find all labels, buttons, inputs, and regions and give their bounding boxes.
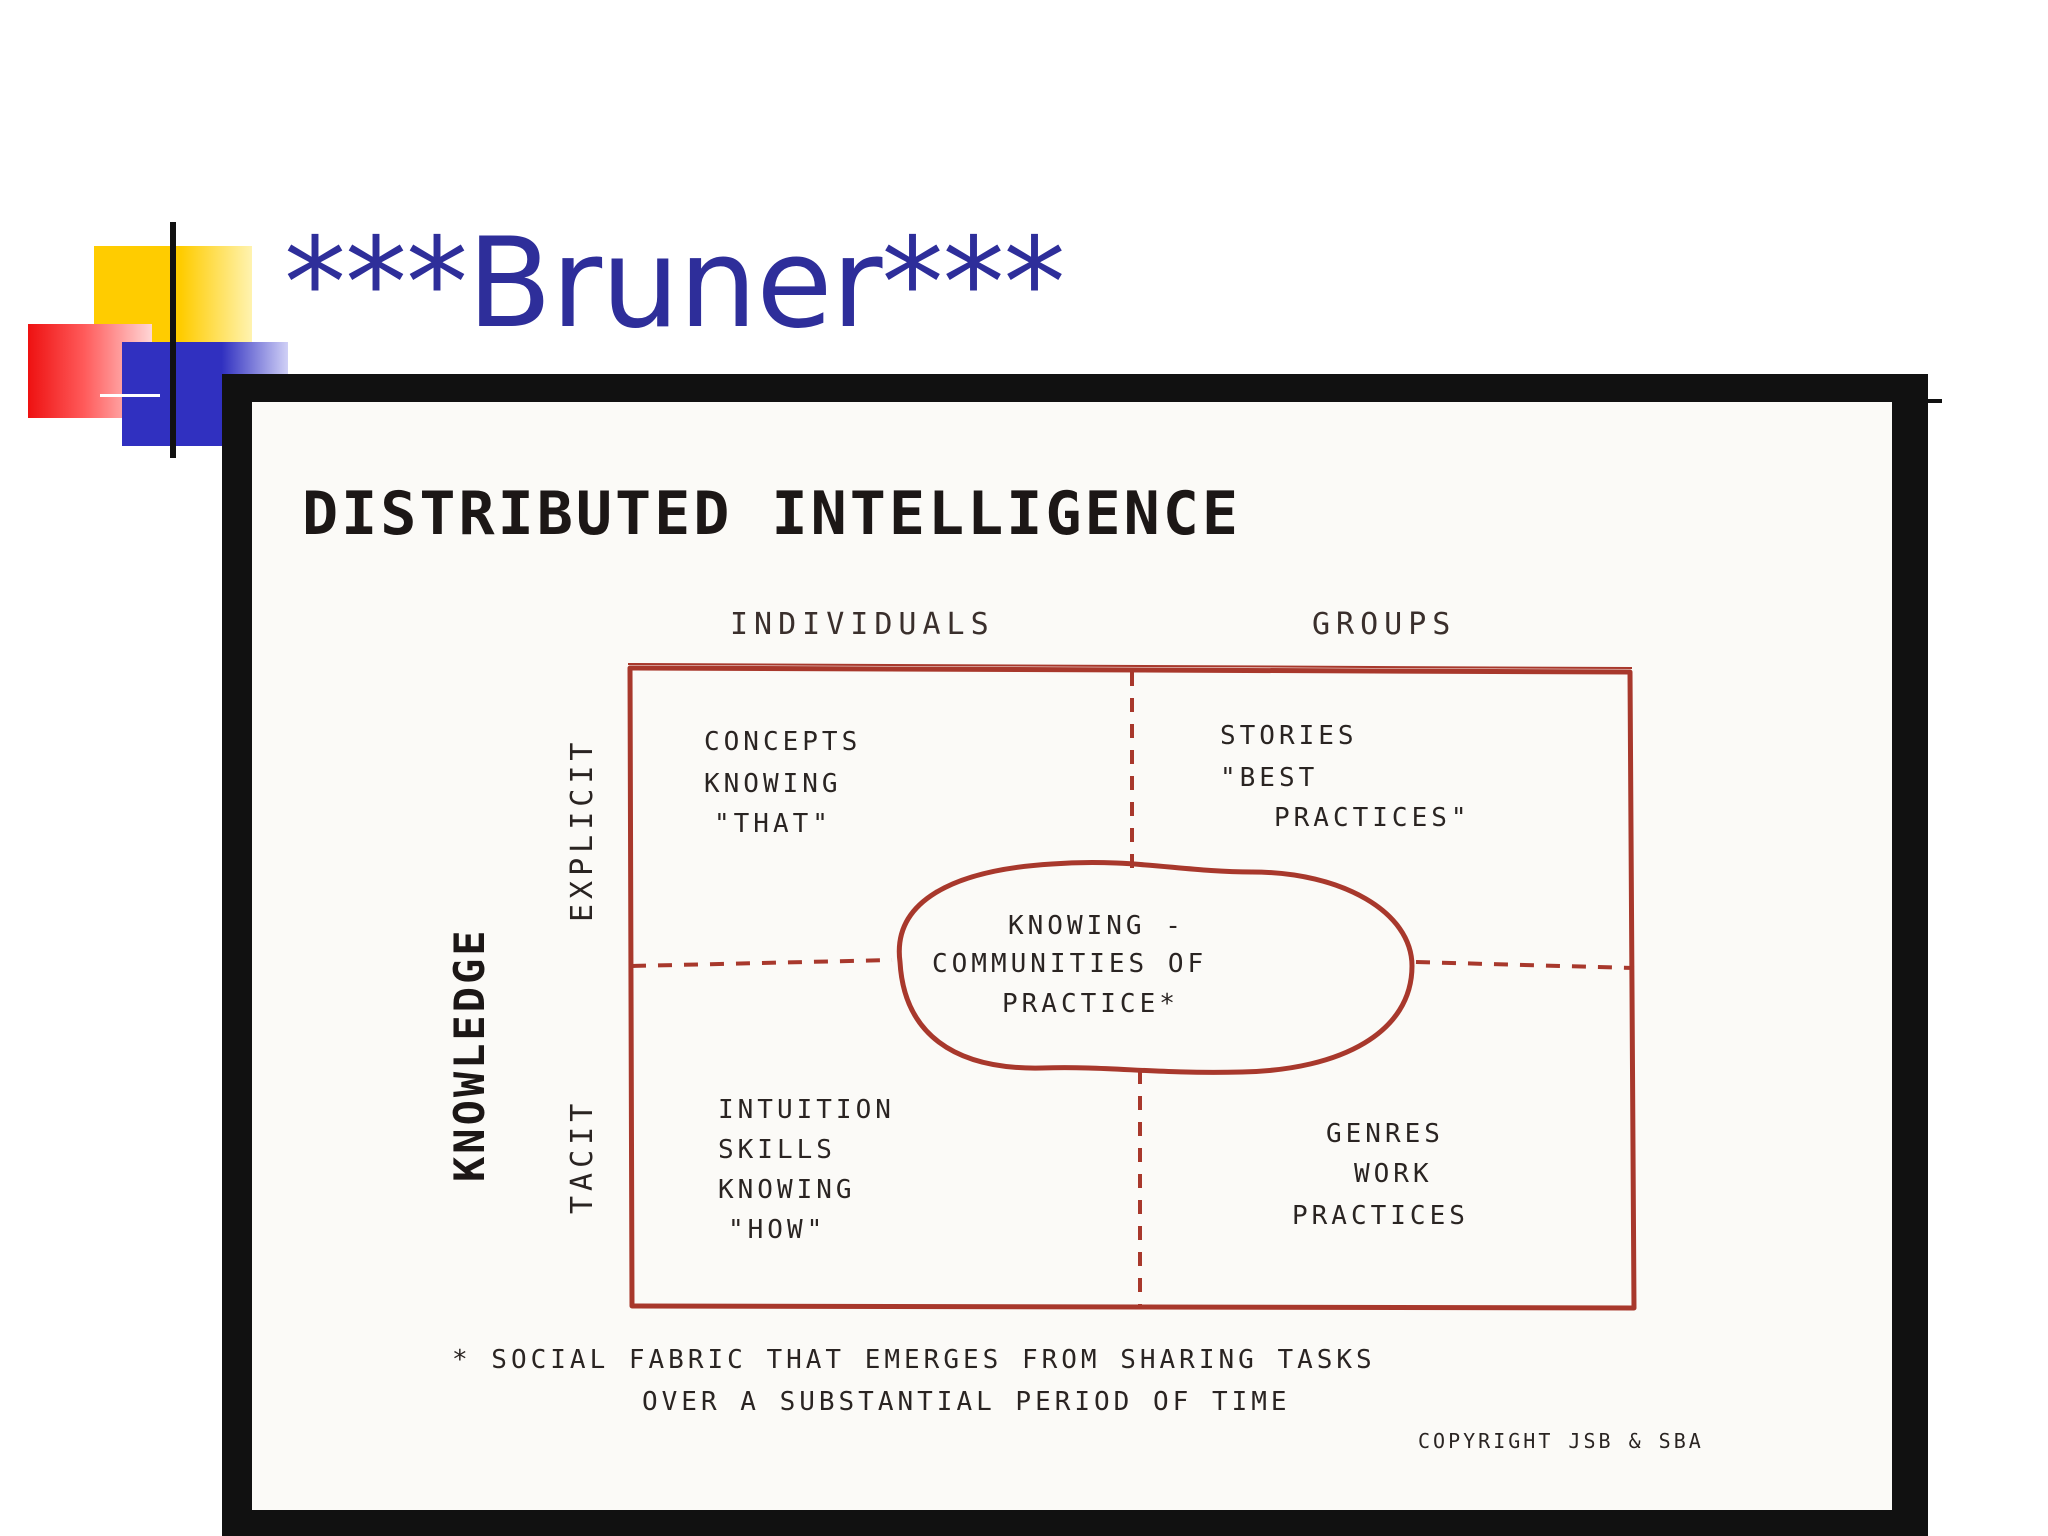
cell-tacit-groups-line3: PRACTICES	[1292, 1201, 1469, 1231]
row-tacit: TACIT	[565, 1099, 600, 1214]
logo-vertical-line	[170, 222, 176, 458]
slide-title: ***Bruner***	[284, 212, 1065, 356]
cell-tacit-individuals-line3: KNOWING	[718, 1175, 856, 1205]
cell-tacit-groups-line2: WORK	[1354, 1159, 1433, 1189]
cell-tacit-individuals-line1: INTUITION	[718, 1095, 895, 1125]
footnote-line1: * SOCIAL FABRIC THAT EMERGES FROM SHARIN…	[452, 1345, 1376, 1375]
center-blob	[896, 860, 1415, 1075]
cell-explicit-individuals-line2: KNOWING	[704, 769, 842, 799]
row-explicit: EXPLICIT	[565, 738, 600, 923]
cell-tacit-groups-line1: GENRES	[1326, 1119, 1444, 1149]
center-line3: PRACTICE*	[1002, 989, 1179, 1019]
cell-tacit-individuals-line4: "HOW"	[728, 1215, 826, 1245]
column-individuals: INDIVIDUALS	[730, 607, 995, 642]
cell-explicit-individuals-line3: "THAT"	[714, 809, 832, 839]
footnote-line2: OVER A SUBSTANTIAL PERIOD OF TIME	[642, 1387, 1291, 1417]
cell-explicit-groups-line2: "BEST	[1220, 763, 1318, 793]
copyright: COPYRIGHT JSB & SBA	[1418, 1429, 1704, 1453]
diagram-sketch: DISTRIBUTED INTELLIGENCE INDIVIDUALS GRO…	[252, 402, 1892, 1510]
axis-knowledge: KNOWLEDGE	[445, 927, 494, 1182]
horizontal-divider-left	[631, 958, 893, 968]
center-line2: COMMUNITIES OF	[932, 949, 1207, 979]
cell-explicit-groups-line1: STORIES	[1220, 721, 1358, 751]
cell-explicit-individuals-line1: CONCEPTS	[704, 727, 861, 757]
column-groups: GROUPS	[1312, 607, 1456, 642]
grid-outer-box	[627, 665, 1637, 1311]
center-line1: KNOWING -	[1008, 911, 1185, 941]
diagram-heading: DISTRIBUTED INTELLIGENCE	[302, 479, 1241, 549]
title-rule	[1920, 399, 1942, 403]
horizontal-divider-right	[1415, 960, 1635, 970]
picture-frame: DISTRIBUTED INTELLIGENCE INDIVIDUALS GRO…	[222, 374, 1928, 1536]
grid-sketch-line	[627, 663, 1633, 669]
distributed-intelligence-diagram: DISTRIBUTED INTELLIGENCE INDIVIDUALS GRO…	[302, 479, 1704, 1453]
cell-explicit-groups-line3: PRACTICES"	[1274, 803, 1471, 833]
cell-tacit-individuals-line2: SKILLS	[718, 1135, 836, 1165]
logo-white-line	[100, 394, 160, 397]
